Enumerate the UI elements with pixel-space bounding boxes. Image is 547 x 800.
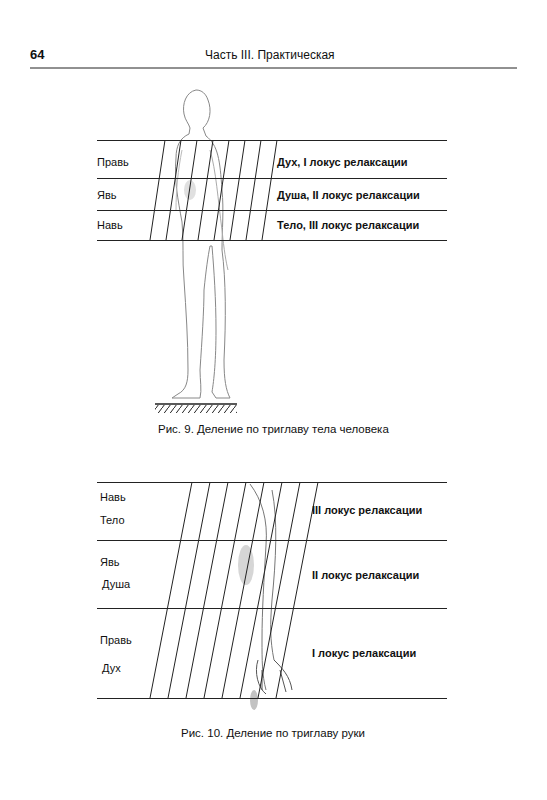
page-number: 64 — [30, 47, 44, 62]
realm-label: Душа — [102, 578, 130, 590]
running-header: Часть III. Практическая — [205, 48, 335, 62]
arm-figure — [238, 484, 292, 710]
triglav-band: НавьТело III локус релаксации — [97, 482, 447, 541]
locus-label: I локус релаксации — [312, 647, 416, 659]
locus-label: III локус релаксации — [312, 504, 422, 516]
locus-label: Душа, II локус релаксации — [277, 189, 420, 201]
triglav-band: Явь Душа, II локус релаксации — [97, 178, 447, 211]
realm-label: Явь — [100, 556, 120, 568]
triglav-band: Навь Тело, III локус релаксации — [97, 210, 447, 241]
realm-label: Тело — [100, 514, 125, 526]
human-figure — [172, 90, 230, 398]
locus-label: Тело, III локус релаксации — [277, 219, 419, 231]
realm-label: Правь — [100, 634, 132, 646]
locus-label: Дух, I локус релаксации — [277, 156, 408, 168]
triglav-band: ПравьДух I локус релаксации — [97, 608, 447, 699]
ground-hatch — [155, 405, 237, 413]
locus-label: II локус релаксации — [312, 569, 419, 581]
triglav-band: Правь Дух, I локус релаксации — [97, 140, 447, 179]
realm-label: Правь — [97, 156, 129, 168]
triglav-band: ЯвьДуша II локус релаксации — [97, 540, 447, 609]
realm-label: Навь — [100, 491, 126, 503]
realm-label: Явь — [97, 189, 117, 201]
figure-caption: Рис. 10. Деление по триглаву руки — [181, 727, 365, 739]
realm-label: Дух — [102, 662, 121, 674]
realm-label: Навь — [97, 219, 123, 231]
figure-caption: Рис. 9. Деление по триглаву тела человек… — [158, 423, 389, 435]
header-rule — [30, 68, 517, 69]
